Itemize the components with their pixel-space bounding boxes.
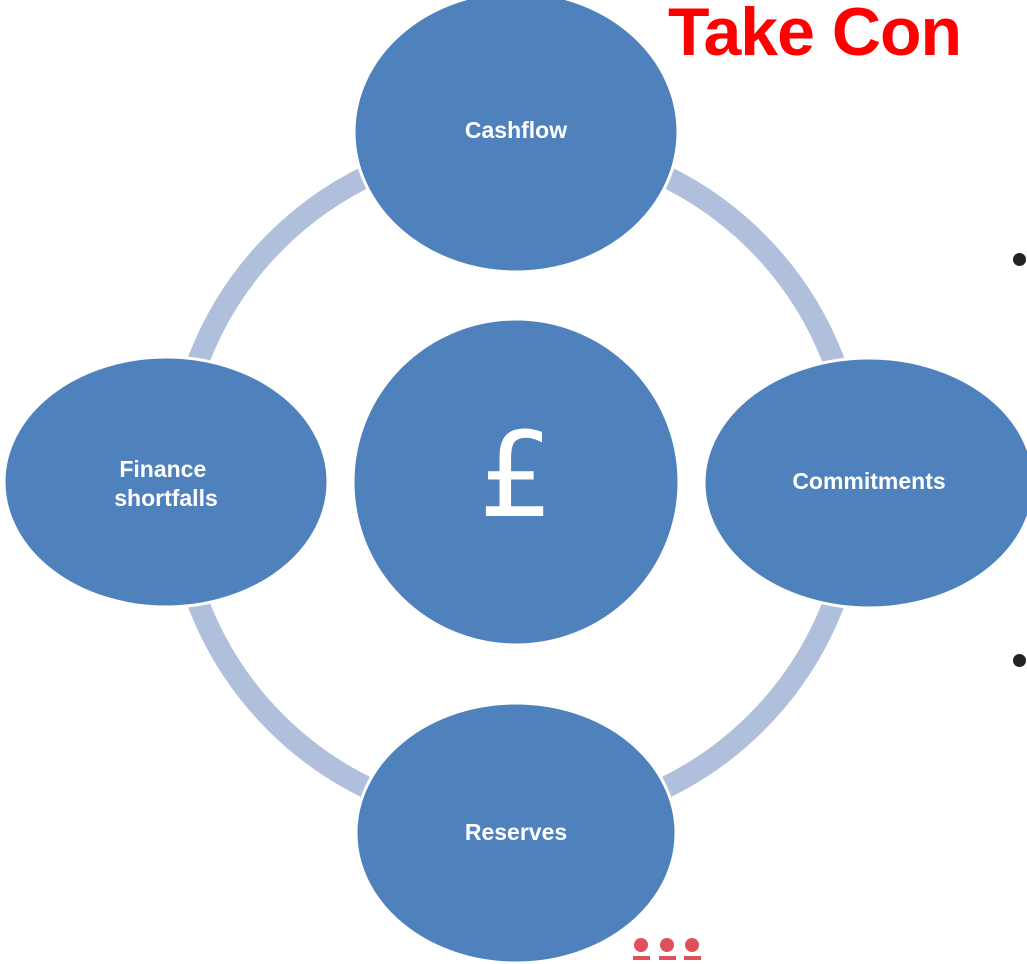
logo-dot-3 <box>684 938 701 960</box>
center-node: £ <box>351 317 681 647</box>
pound-symbol: £ <box>478 406 553 544</box>
node-reserves: Reserves <box>354 701 678 964</box>
logo-dot-2 <box>659 938 676 960</box>
node-commitments: Commitments <box>702 356 1027 610</box>
node-cashflow-ellipse <box>352 0 680 274</box>
node-commitments-label: Commitments <box>792 468 945 494</box>
three-dots-logo <box>633 938 701 960</box>
node-commitments-ellipse <box>702 356 1027 610</box>
bullet-point-2 <box>1013 654 1026 667</box>
node-finance-shortfalls: Finance shortfalls <box>2 355 330 609</box>
node-cashflow: Cashflow <box>352 0 680 274</box>
logo-dot-1 <box>633 938 650 960</box>
slide-title: Take Con <box>668 0 962 70</box>
node-finance-shortfalls-label-line-1: Finance <box>119 456 206 482</box>
center-circle <box>351 317 681 647</box>
node-reserves-label: Reserves <box>465 819 567 845</box>
node-cashflow-label: Cashflow <box>465 117 567 143</box>
node-finance-shortfalls-ellipse <box>2 355 330 609</box>
node-finance-shortfalls-label-line-2: shortfalls <box>114 485 218 511</box>
node-finance-shortfalls-label: Finance shortfalls <box>114 456 218 511</box>
node-reserves-ellipse <box>354 701 678 964</box>
bullet-point-1 <box>1013 253 1026 266</box>
